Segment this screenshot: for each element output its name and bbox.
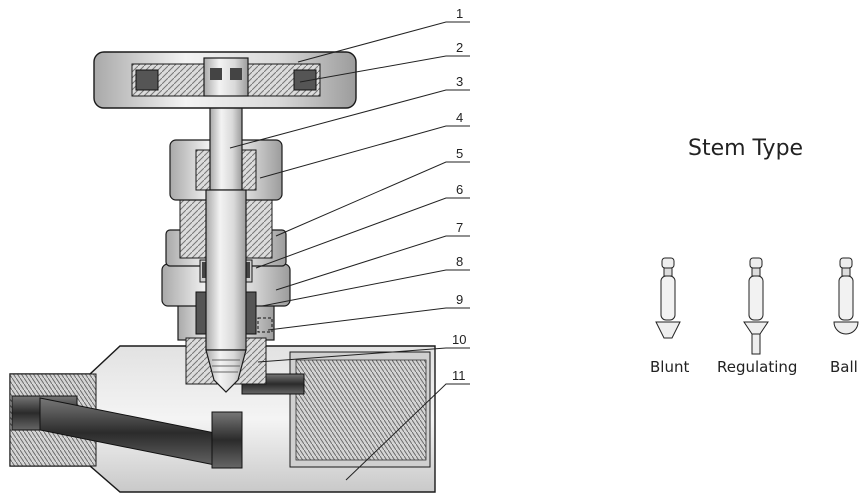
callout-3: 3 (456, 74, 463, 89)
stem (205, 65, 247, 393)
stem-label-blunt: Blunt (650, 358, 690, 376)
stem-label-regulating: Regulating (717, 358, 798, 376)
callout-numbers: 1 2 3 4 5 6 7 8 9 10 11 (452, 6, 466, 383)
t-handle (93, 51, 357, 109)
callout-2: 2 (456, 40, 463, 55)
callout-1: 1 (456, 6, 463, 21)
callout-4: 4 (456, 110, 463, 125)
callout-10: 10 (452, 332, 466, 347)
stem-icon-regulating (743, 257, 769, 355)
callout-8: 8 (456, 254, 463, 269)
stem-icon-ball (833, 257, 859, 335)
stem-label-ball: Ball (830, 358, 858, 376)
callout-6: 6 (456, 182, 463, 197)
stem-icon-blunt (655, 257, 681, 339)
callout-11: 11 (452, 368, 466, 383)
stem-type-title: Stem Type (688, 136, 804, 161)
callout-leaders (229, 21, 470, 481)
callout-9: 9 (456, 292, 463, 307)
valve-body (9, 345, 436, 493)
callout-7: 7 (456, 220, 463, 235)
callout-5: 5 (456, 146, 463, 161)
